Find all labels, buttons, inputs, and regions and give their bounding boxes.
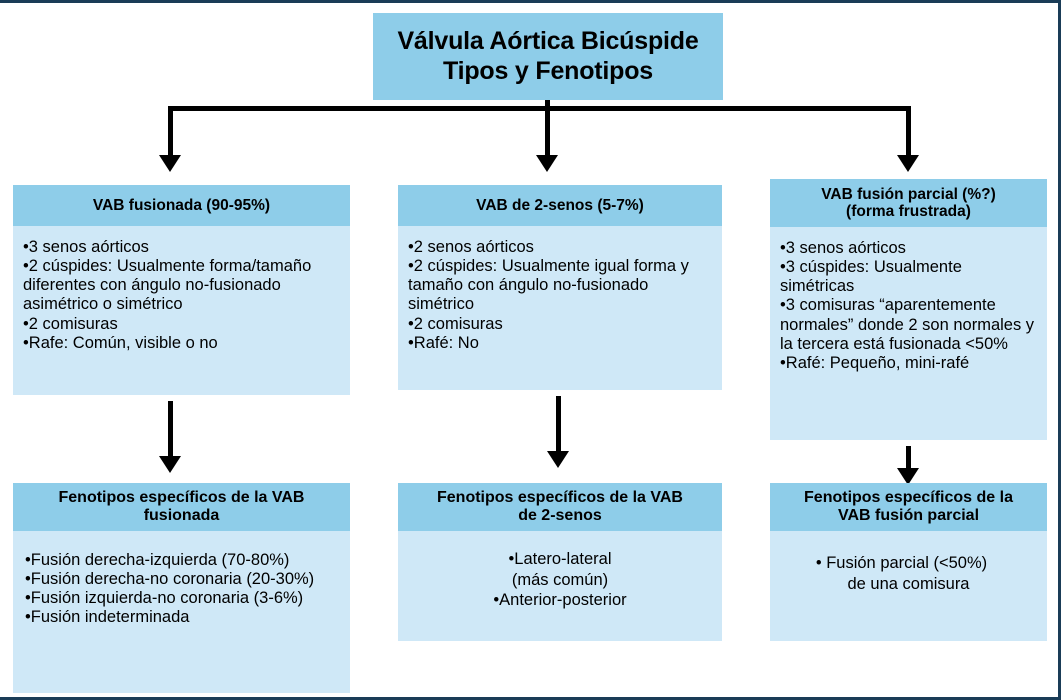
list-item: •Fusión derecha-no coronaria (20-30%) [25, 570, 315, 589]
column-header-text: VAB fusionada (90-95%) [92, 196, 271, 214]
column-header-vab-fusionada: VAB fusionada (90-95%) [13, 185, 350, 226]
column-header-vab-fusion-parcial: VAB fusión parcial (%?) (forma frustrada… [770, 179, 1047, 227]
column-body-vab-2-senos: •2 senos aórticos •2 cúspides: Usualment… [398, 226, 722, 390]
list-item: •2 comisuras [23, 314, 118, 333]
phenotype-header-2-senos: Fenotipos específicos de la VAB de 2-sen… [398, 483, 722, 531]
phenotype-header-text-block: Fenotipos específicos de la VAB fusión p… [804, 489, 1013, 525]
arrowhead-to-2-senos [536, 155, 558, 172]
diagram-title-line-2: Tipos y Fenotipos [442, 56, 654, 85]
phenotype-header-line-1: Fenotipos específicos de la [804, 489, 1013, 507]
column-header-text-block: VAB fusión parcial (%?) (forma frustrada… [821, 186, 996, 221]
phenotype-body-2-senos: •Latero-lateral (más común) •Anterior-po… [398, 531, 722, 641]
list-item: •Anterior-posterior [493, 591, 627, 610]
list-item: de una comisura [847, 574, 970, 593]
arrowhead-2-senos-phenotypes [547, 451, 569, 468]
list-item: •3 cúspides: Usualmente simétricas [780, 258, 962, 296]
list-item: •Rafé: No [408, 333, 479, 352]
diagram-title-line-1: Válvula Aórtica Bicúspide [397, 27, 699, 55]
connector-2-senos-to-phenotypes [556, 396, 561, 454]
list-item: •Fusión indeterminada [25, 608, 190, 627]
phenotype-header-line-1: Fenotipos específicos de la VAB [58, 489, 305, 507]
phenotype-body-fusion-parcial: • Fusión parcial (<50%) de una comisura [770, 531, 1047, 641]
phenotype-header-line-1: Fenotipos específicos de la VAB [437, 489, 683, 507]
list-item: •Rafé: Pequeño, mini-rafé [780, 353, 970, 372]
branch-connector-right [906, 106, 911, 158]
arrowhead-to-fusionada [159, 155, 181, 172]
list-item: •Fusión derecha-izquierda (70-80%) [25, 551, 290, 569]
phenotype-header-fusion-parcial: Fenotipos específicos de la VAB fusión p… [770, 483, 1047, 531]
column-body-vab-fusionada: •3 senos aórticos •2 cúspides: Usualment… [13, 226, 350, 395]
list-item: •2 cúspides: Usualmente igual forma y ta… [408, 257, 689, 314]
list-item: •Latero-lateral [508, 550, 612, 568]
list-item: •2 comisuras [408, 314, 503, 333]
title-stem-connector [545, 100, 550, 110]
horizontal-bus-connector [168, 106, 911, 111]
column-header-text: VAB de 2-senos (5-7%) [476, 196, 644, 214]
branch-connector-left [168, 106, 173, 158]
branch-connector-middle [545, 106, 550, 158]
connector-fusionada-to-phenotypes [168, 401, 173, 459]
list-item: •3 senos aórticos [23, 238, 149, 256]
phenotype-header-fusionada: Fenotipos específicos de la VAB fusionad… [13, 483, 350, 531]
arrowhead-to-fusion-parcial [897, 155, 919, 172]
phenotype-header-line-2: VAB fusión parcial [837, 507, 980, 524]
list-item: •Rafe: Común, visible o no [23, 333, 218, 352]
diagram-title-box: Válvula Aórtica Bicúspide Tipos y Fenoti… [373, 13, 723, 100]
phenotype-header-line-2: de 2-senos [518, 507, 602, 524]
list-item: • Fusión parcial (<50%) [815, 554, 988, 572]
phenotype-header-line-2: fusionada [143, 507, 220, 524]
arrowhead-fusion-parcial-phenotypes [897, 468, 919, 485]
arrowhead-fusionada-phenotypes [159, 456, 181, 473]
list-item: (más común) [511, 570, 609, 589]
phenotype-body-fusionada: •Fusión derecha-izquierda (70-80%) •Fusi… [13, 531, 350, 693]
phenotype-header-text-block: Fenotipos específicos de la VAB fusionad… [59, 489, 305, 525]
list-item: •2 senos aórticos [408, 238, 534, 256]
phenotype-header-text-block: Fenotipos específicos de la VAB de 2-sen… [437, 489, 683, 525]
connector-fusion-parcial-to-phenotypes [906, 446, 911, 471]
list-item: •Fusión izquierda-no coronaria (3-6%) [25, 589, 304, 608]
list-item: •3 senos aórticos [780, 239, 906, 257]
list-item: •2 cúspides: Usualmente forma/tamaño dif… [23, 257, 312, 314]
column-header-line-2: (forma frustrada) [846, 203, 971, 220]
list-item: •3 comisuras “aparentemente normales” do… [780, 296, 1035, 353]
column-header-line-1: VAB fusión parcial (%?) [821, 185, 996, 203]
column-body-vab-fusion-parcial: •3 senos aórticos •3 cúspides: Usualment… [770, 227, 1047, 440]
column-header-vab-2-senos: VAB de 2-senos (5-7%) [398, 185, 722, 226]
